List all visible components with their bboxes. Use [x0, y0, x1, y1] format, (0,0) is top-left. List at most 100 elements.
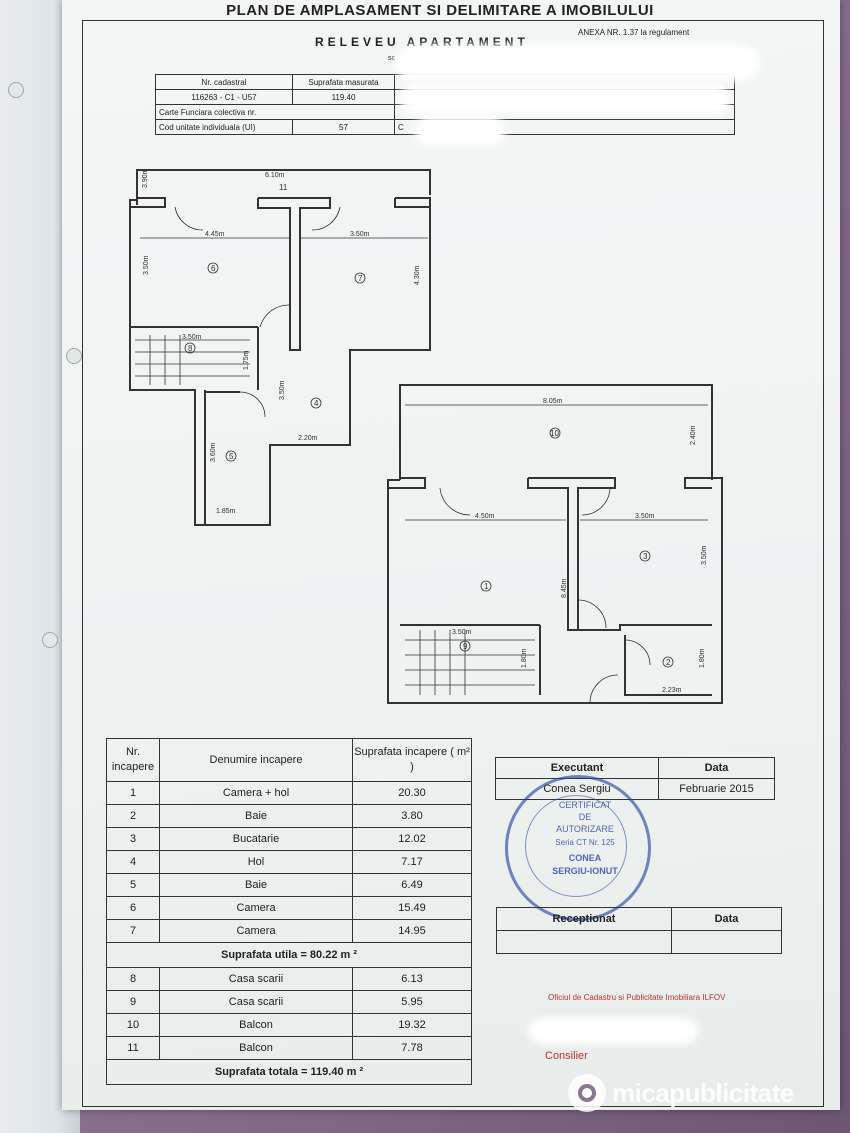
stamp-text: CONEA	[568, 853, 602, 863]
dim-label: 3.50m	[143, 255, 150, 275]
room-number: 4	[314, 399, 319, 408]
row-name: Bucatarie	[159, 827, 353, 851]
row-area: 6.49	[352, 873, 472, 897]
punch-hole	[42, 632, 58, 648]
stamp-text: DE	[578, 812, 592, 822]
oficiu-text: Oficiul de Cadastru si Publicitate Imobi…	[548, 993, 726, 1002]
dim-label: 2.40m	[690, 425, 697, 445]
redaction-blur	[395, 45, 760, 81]
table-row: 1 Camera + hol 20.30	[106, 781, 472, 805]
row-name: Casa scarii	[159, 990, 353, 1014]
watermark: micapublicitate	[568, 1073, 794, 1113]
executant-data-label: Data	[658, 757, 775, 779]
stamp-text: Seria CT Nr. 125	[555, 838, 615, 847]
row-area: 7.17	[352, 850, 472, 874]
row-nr: 1	[106, 781, 160, 805]
suprafata-totala: Suprafata totala = 119.40 m ²	[106, 1059, 472, 1085]
watermark-logo-icon	[568, 1074, 606, 1112]
room-number: 9	[463, 642, 468, 651]
dim-label: 3.90m	[142, 168, 149, 188]
room-number: 7	[358, 274, 363, 283]
header-denumire: Denumire incapere	[159, 738, 353, 782]
table-row: 9 Casa scarii 5.95	[106, 990, 472, 1014]
row-area: 15.49	[352, 896, 472, 920]
row-name: Balcon	[159, 1036, 353, 1060]
row-nr: 9	[106, 990, 160, 1014]
receptionat-empty	[496, 930, 672, 954]
anexa-note: ANEXA NR. 1.37 la regulament	[578, 28, 690, 37]
table-row: 6 Camera 15.49	[106, 896, 472, 920]
row-name: Baie	[159, 873, 353, 897]
consilier-text: Consilier	[545, 1050, 588, 1062]
dim-label: 1.75m	[243, 350, 250, 370]
dim-label: 3.50m	[701, 545, 708, 565]
dim-label: 3.50m	[635, 513, 655, 520]
dim-label: 1.80m	[699, 648, 706, 668]
header-nr: Nr. incapere	[106, 738, 160, 782]
stamp-text: CERTIFICAT	[558, 800, 612, 810]
row-name: Camera	[159, 896, 353, 920]
row-area: 14.95	[352, 919, 472, 943]
row-area: 5.95	[352, 990, 472, 1014]
dim-label: 8.45m	[561, 578, 568, 598]
dim-label: 2.20m	[298, 435, 318, 442]
room-number: 11	[279, 183, 288, 192]
rooms-table: Nr. incapere Denumire incapere Suprafata…	[106, 738, 472, 1085]
drawing-frame	[82, 20, 824, 1107]
dim-label: 3.50m	[452, 629, 472, 636]
table-row: 8 Casa scarii 6.13	[106, 967, 472, 991]
room-number: 6	[211, 264, 216, 273]
row-name: Casa scarii	[159, 967, 353, 991]
redaction-blur	[415, 116, 505, 146]
row-area: 7.78	[352, 1036, 472, 1060]
dim-label: 4.30m	[414, 265, 421, 285]
table-row: 3 Bucatarie 12.02	[106, 827, 472, 851]
row-name: Baie	[159, 804, 353, 828]
row-area: 20.30	[352, 781, 472, 805]
table-row: 4 Hol 7.17	[106, 850, 472, 874]
binder-hole	[8, 82, 24, 98]
row-nr: 4	[106, 850, 160, 874]
row-nr: 8	[106, 967, 160, 991]
document-title: PLAN DE AMPLASAMENT SI DELIMITARE A IMOB…	[226, 2, 654, 19]
row-area: 19.32	[352, 1013, 472, 1037]
table-row: 11 Balcon 7.78	[106, 1036, 472, 1060]
stamp-text: AUTORIZARE	[556, 824, 614, 834]
dim-label: 1.85m	[216, 508, 236, 515]
room-number: 8	[188, 344, 193, 353]
row-area: 12.02	[352, 827, 472, 851]
room-number: 1	[484, 582, 489, 591]
row-nr: 3	[106, 827, 160, 851]
receptionat-table: Receptionat Data	[496, 907, 782, 954]
row-nr: 6	[106, 896, 160, 920]
dim-label: 2.23m	[662, 687, 682, 694]
receptionat-empty	[671, 930, 782, 954]
receptionat-data-label: Data	[671, 907, 782, 931]
row-nr: 7	[106, 919, 160, 943]
executant-date: Februarie 2015	[658, 778, 775, 800]
row-nr: 10	[106, 1013, 160, 1037]
table-row: 10 Balcon 19.32	[106, 1013, 472, 1037]
row-nr: 5	[106, 873, 160, 897]
dim-label: 3.50m	[350, 231, 370, 238]
table-row: 2 Baie 3.80	[106, 804, 472, 828]
row-name: Hol	[159, 850, 353, 874]
dim-label: 3.50m	[279, 380, 286, 400]
room-number: 10	[550, 429, 559, 438]
dim-label: 1.80m	[521, 648, 528, 668]
row-name: Camera + hol	[159, 781, 353, 805]
table-row: 5 Baie 6.49	[106, 873, 472, 897]
suprafata-utila: Suprafata utila = 80.22 m ²	[106, 942, 472, 968]
redaction-blur	[400, 84, 730, 114]
row-nr: 11	[106, 1036, 160, 1060]
row-name: Balcon	[159, 1013, 353, 1037]
dim-label: 8.05m	[543, 398, 563, 405]
room-number: 2	[666, 658, 671, 667]
official-stamp-inner	[525, 795, 627, 897]
row-nr: 2	[106, 804, 160, 828]
receptionat-label: Receptionat	[496, 907, 672, 931]
table-row: 7 Camera 14.95	[106, 919, 472, 943]
room-number: 5	[229, 452, 234, 461]
dim-label: 3.50m	[182, 334, 202, 341]
